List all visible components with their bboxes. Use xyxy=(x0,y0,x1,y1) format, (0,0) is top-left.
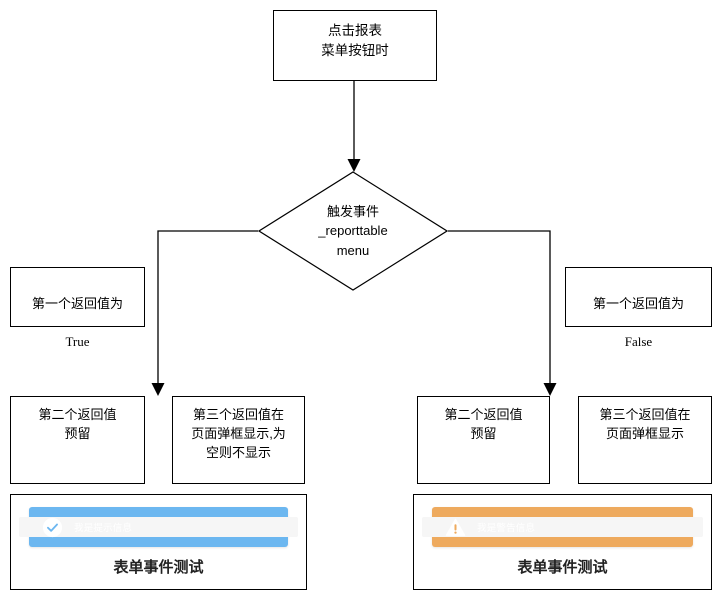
info-alert[interactable]: 我是提示信息 xyxy=(19,507,298,547)
decision-shape xyxy=(258,171,448,291)
result-box-false-third-return-label: 第三个返回值在 页面弹框显示 xyxy=(599,407,691,441)
result-box-false-second-return-label: 第二个返回值 预留 xyxy=(444,407,523,441)
decision-node: 触发事件 _reporttable menu xyxy=(258,171,448,291)
warning-alert-message: 我是警告信息 xyxy=(477,523,536,534)
arrowhead-false-branch xyxy=(543,383,557,396)
warning-alert[interactable]: 我是警告信息 xyxy=(422,507,703,547)
info-alert-message: 我是提示信息 xyxy=(74,523,133,534)
start-node: 点击报表 菜单按钮时 xyxy=(273,10,437,81)
result-box-true-third-return: 第三个返回值在 页面弹框显示,为 空则不显示 xyxy=(172,396,305,484)
branch-true-condition-label: 第一个返回值为 xyxy=(31,295,123,311)
info-panel-caption: 表单事件测试 xyxy=(113,559,204,576)
branch-false-condition-label: 第一个返回值为 xyxy=(592,295,684,311)
result-box-false-third-return: 第三个返回值在 页面弹框显示 xyxy=(578,396,712,484)
result-box-false-second-return: 第二个返回值 预留 xyxy=(417,396,550,484)
warning-panel-caption: 表单事件测试 xyxy=(517,559,608,576)
result-box-true-second-return-label: 第二个返回值 预留 xyxy=(38,407,117,441)
branch-false-condition-value: False xyxy=(624,333,653,349)
check-circle-icon xyxy=(42,517,63,538)
branch-true-condition-value: True xyxy=(65,333,90,349)
connector-true-branch xyxy=(157,230,258,384)
result-box-true-third-return-label: 第三个返回值在 页面弹框显示,为 空则不显示 xyxy=(191,407,286,460)
branch-label-false: 第一个返回值为 False xyxy=(565,267,712,349)
arrowhead-true-branch xyxy=(151,383,165,396)
preview-panel-info: 我是提示信息 表单事件测试 xyxy=(10,494,307,590)
connector-false-branch xyxy=(448,230,551,384)
start-node-label: 点击报表 菜单按钮时 xyxy=(321,23,389,58)
branch-label-true: 第一个返回值为 True xyxy=(10,267,145,349)
warning-triangle-icon xyxy=(445,517,466,538)
result-box-true-second-return: 第二个返回值 预留 xyxy=(10,396,145,484)
preview-panel-warning: 我是警告信息 表单事件测试 xyxy=(413,494,712,590)
